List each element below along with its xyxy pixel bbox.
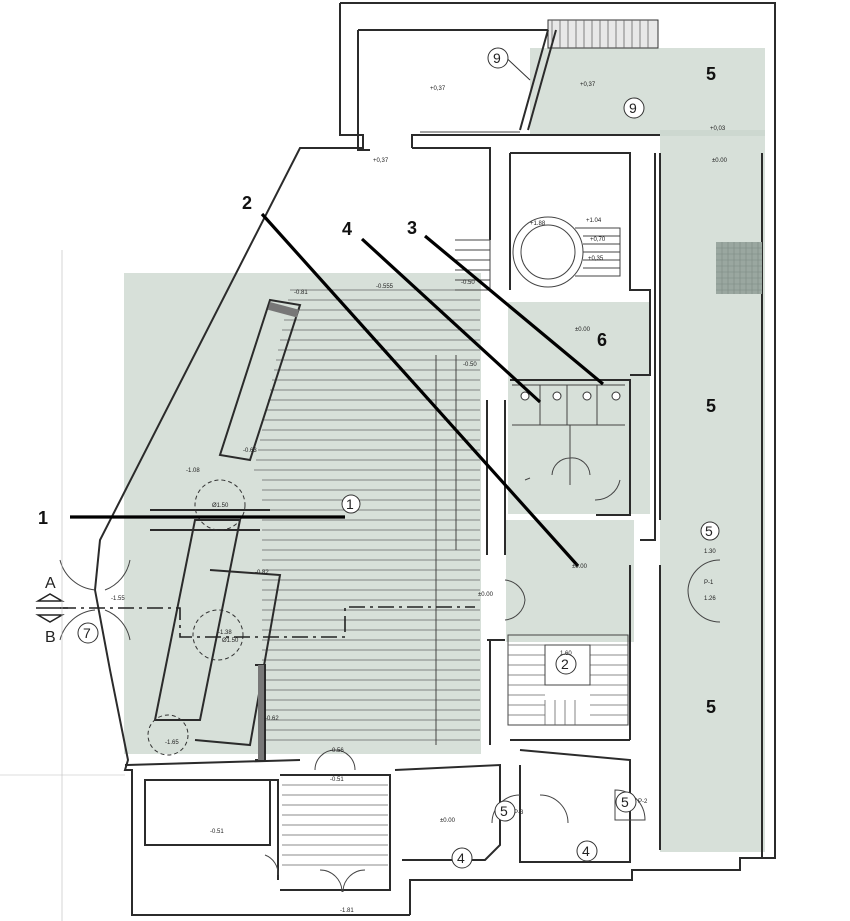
- turning-circles: [147, 479, 246, 756]
- leader-3: [423, 234, 605, 386]
- level-text: -0.50: [461, 280, 475, 286]
- zone-hall: [124, 273, 481, 754]
- stair-hatch-top: [519, 19, 659, 131]
- grille: [716, 242, 762, 294]
- circle-tag-9a: 9: [487, 47, 509, 69]
- level-text: ±0.00: [478, 592, 494, 598]
- circle-tag-5c: 5: [615, 791, 637, 813]
- level-text: ±0.00: [440, 818, 456, 824]
- level-text: +0,37: [580, 82, 596, 88]
- callout-leaders: [70, 51, 605, 568]
- zone-tags: 5 5 5 6: [597, 64, 716, 717]
- level-text: -0.51: [210, 829, 224, 835]
- zone-top-right: [530, 48, 765, 136]
- leader-2: [260, 212, 580, 568]
- level-text: ±0.00: [575, 327, 591, 333]
- zone-tag-6: 6: [597, 330, 607, 350]
- svg-text:5: 5: [705, 523, 713, 539]
- level-text: +0,03: [710, 126, 726, 132]
- level-text: 1.26: [704, 596, 716, 602]
- level-annotations: +0,37 +0,37 +0,37 +0,03 ±0.00 +1.88 +1.0…: [111, 82, 728, 914]
- level-text: ±0.00: [572, 564, 588, 570]
- svg-text:1: 1: [346, 496, 354, 512]
- level-text: Ø1.50: [222, 638, 239, 644]
- level-text: 1.30: [704, 549, 716, 555]
- circle-tag-4a: 4: [451, 847, 473, 869]
- section-labels: A B: [45, 575, 56, 646]
- level-text: -0.56: [330, 748, 344, 754]
- level-text: -0.63: [243, 448, 257, 454]
- level-text: -0.82: [255, 570, 269, 576]
- circle-tag-5b: 5: [494, 800, 516, 822]
- entrance-stairs: [282, 749, 388, 893]
- callout-4: 4: [342, 219, 352, 239]
- level-text: -0.50: [463, 362, 477, 368]
- level-text: 1.60: [560, 651, 572, 657]
- level-text: ±0.00: [712, 158, 728, 164]
- level-text: +0,70: [590, 237, 606, 243]
- level-text: +1.88: [530, 221, 546, 227]
- level-text: -1.81: [340, 908, 354, 914]
- zone-corridor-right: [660, 130, 765, 852]
- svg-text:9: 9: [493, 50, 501, 66]
- level-text: +0,37: [430, 86, 446, 92]
- circle-tag-2: 2: [555, 653, 577, 675]
- level-text: +1.04: [586, 218, 602, 224]
- zone-tag-5-low: 5: [706, 697, 716, 717]
- zone-tag-5-top: 5: [706, 64, 716, 84]
- circle-tag-9b: 9: [623, 97, 645, 119]
- svg-text:2: 2: [561, 656, 569, 672]
- section-line: [0, 250, 475, 921]
- level-text: +0,35: [588, 256, 604, 262]
- callout-3: 3: [407, 218, 417, 238]
- zone-tag-5-mid: 5: [706, 396, 716, 416]
- svg-text:4: 4: [457, 850, 465, 866]
- section-label-a: A: [45, 575, 56, 592]
- level-text: Ø1.50: [212, 503, 229, 509]
- svg-text:5: 5: [621, 794, 629, 810]
- level-text: -1.38: [218, 630, 232, 636]
- level-text: -1.55: [111, 596, 125, 602]
- level-text: P-2: [638, 799, 648, 805]
- stair-2: [507, 634, 629, 726]
- callout-2: 2: [242, 193, 252, 213]
- zone-6: [508, 302, 650, 514]
- level-text: -1.65: [165, 740, 179, 746]
- round-stair: [455, 216, 621, 291]
- level-text: P-3: [514, 810, 524, 816]
- wc-block: [512, 384, 625, 501]
- leader-4: [360, 237, 542, 404]
- svg-text:9: 9: [629, 100, 637, 116]
- circle-tag-4b: 4: [576, 840, 598, 862]
- circle-tag-5a: 5: [700, 521, 720, 541]
- callout-1: 1: [38, 508, 48, 528]
- hall-stairs: [150, 289, 480, 761]
- callout-numbers: 1 2 3 4: [38, 193, 417, 528]
- level-text: -0.81: [294, 290, 308, 296]
- svg-text:5: 5: [500, 803, 508, 819]
- svg-text:7: 7: [83, 625, 91, 641]
- level-text: -0.62: [265, 716, 279, 722]
- circle-tags: 1 2 4 4 5 5 5 7 9 9: [77, 47, 720, 869]
- zone-landing: [506, 520, 634, 642]
- circle-tag-1: 1: [341, 494, 361, 514]
- doors: [59, 559, 721, 876]
- section-label-b: B: [45, 629, 56, 646]
- level-text: P-1: [704, 580, 714, 586]
- circle-tag-7: 7: [77, 622, 99, 644]
- level-text: +0,37: [373, 158, 389, 164]
- svg-text:4: 4: [582, 843, 590, 859]
- level-text: -0.555: [376, 284, 394, 290]
- level-text: -0.51: [330, 777, 344, 783]
- level-text: -1.08: [186, 468, 200, 474]
